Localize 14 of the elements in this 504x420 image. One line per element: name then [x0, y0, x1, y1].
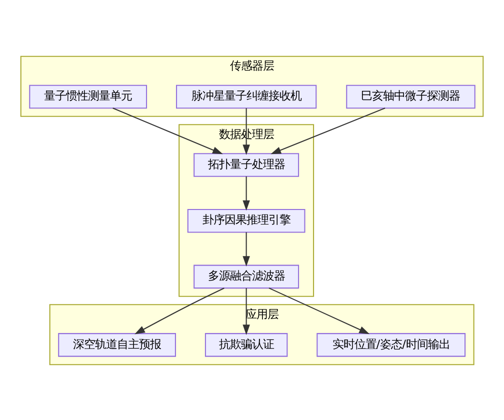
- node-box: 卦序因果推理引擎: [187, 208, 306, 232]
- node-box: 抗欺骗认证: [204, 332, 288, 356]
- node-box: 深空轨道自主预报: [58, 332, 176, 356]
- arrow: [242, 176, 250, 210]
- node-box: 实时位置/姿态/时间输出: [316, 332, 466, 356]
- node-box: 巳亥轴中微子探测器: [346, 84, 476, 108]
- node-box: 多源融合滤波器: [194, 264, 300, 288]
- node-box: 脉冲星量子纠缠接收机: [176, 84, 317, 108]
- arrow: [242, 232, 250, 266]
- arrow: [270, 107, 386, 154]
- arrow: [112, 107, 223, 154]
- arrow: [242, 288, 250, 334]
- node-box: 拓扑量子处理器: [194, 152, 300, 176]
- node-box: 量子惯性测量单元: [29, 84, 148, 108]
